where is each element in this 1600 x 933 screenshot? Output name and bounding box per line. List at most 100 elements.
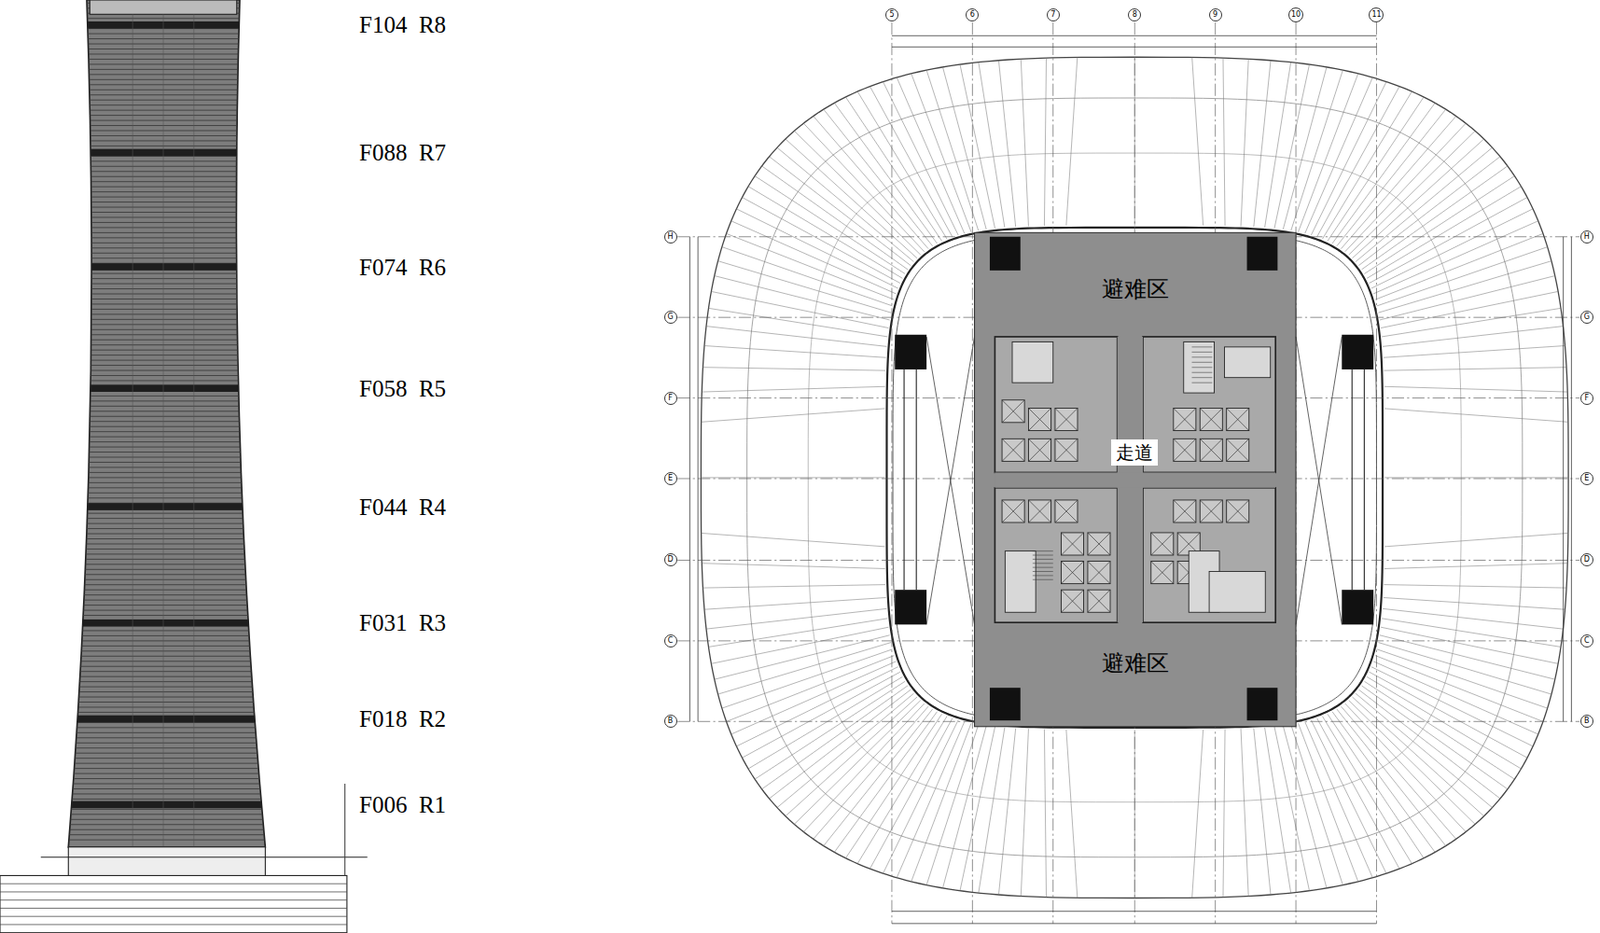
floor-line bbox=[88, 461, 241, 463]
rib bbox=[704, 346, 887, 359]
rib bbox=[1358, 156, 1501, 266]
rib bbox=[1381, 307, 1561, 337]
rib bbox=[1321, 91, 1412, 239]
floor-line bbox=[88, 472, 242, 474]
rib bbox=[1384, 408, 1569, 422]
floor-line bbox=[90, 166, 237, 167]
stair-tread bbox=[1032, 570, 1054, 572]
floor-line bbox=[88, 476, 242, 478]
rib bbox=[1358, 689, 1501, 799]
floor-line bbox=[83, 589, 247, 591]
rib bbox=[1265, 62, 1292, 228]
rib bbox=[1363, 681, 1515, 780]
rib bbox=[926, 724, 979, 886]
rib bbox=[1384, 563, 1568, 570]
grid-line bbox=[890, 22, 892, 924]
grid-bubble: 11 bbox=[1368, 7, 1384, 23]
rib bbox=[1375, 655, 1544, 723]
floor-line bbox=[85, 558, 246, 560]
floor-line bbox=[69, 829, 265, 831]
envelope-outer bbox=[700, 56, 1569, 898]
floor-line bbox=[89, 436, 240, 438]
floor-label-holder: F058 R5 bbox=[359, 375, 446, 404]
shaft bbox=[1199, 438, 1223, 461]
floor-line bbox=[83, 599, 248, 601]
shaft-cross bbox=[1061, 589, 1085, 613]
floor-line bbox=[90, 400, 239, 402]
floor-line bbox=[90, 139, 237, 141]
shaft-cross bbox=[1061, 561, 1085, 585]
floor-line bbox=[83, 594, 247, 596]
floor-line bbox=[91, 242, 237, 244]
rib bbox=[1380, 291, 1559, 328]
rib bbox=[1371, 208, 1533, 289]
floor-line bbox=[91, 303, 237, 305]
rib bbox=[769, 156, 912, 266]
grid-axis-label: 5 bbox=[889, 11, 894, 19]
floor-line bbox=[69, 823, 264, 825]
rib bbox=[754, 176, 905, 275]
floor-line bbox=[89, 426, 240, 428]
floor-line bbox=[83, 604, 249, 606]
rib bbox=[701, 532, 886, 546]
rib bbox=[1332, 102, 1435, 244]
rib bbox=[1377, 247, 1548, 307]
rib bbox=[704, 598, 887, 611]
floor-line bbox=[91, 323, 237, 325]
shaft bbox=[1001, 400, 1025, 423]
rib bbox=[1192, 56, 1204, 225]
stair-tread bbox=[1032, 562, 1054, 564]
room bbox=[1224, 347, 1271, 378]
rib bbox=[1382, 608, 1563, 629]
grid-axis-label: 6 bbox=[970, 11, 975, 19]
floor-line bbox=[91, 329, 238, 331]
floor-line bbox=[91, 349, 238, 351]
rib bbox=[1332, 711, 1435, 853]
rib bbox=[942, 725, 987, 889]
rib bbox=[998, 60, 1016, 227]
grid-axis-label: 10 bbox=[1291, 11, 1301, 19]
grid-axis-label: G bbox=[667, 313, 673, 321]
floor-line bbox=[90, 125, 237, 126]
floor-line bbox=[91, 216, 237, 218]
floor-line bbox=[91, 232, 237, 234]
floor-line bbox=[73, 773, 259, 775]
rib bbox=[793, 130, 920, 255]
rib bbox=[1383, 367, 1567, 371]
shaft-cross bbox=[1226, 438, 1250, 461]
floor-line bbox=[91, 344, 238, 346]
refuge-bands bbox=[71, 21, 263, 808]
core-quadrant bbox=[1142, 336, 1276, 473]
stair-tread bbox=[1032, 550, 1054, 552]
rib bbox=[710, 291, 889, 328]
rib bbox=[702, 584, 886, 588]
grid-bubble: F bbox=[1580, 391, 1594, 405]
column bbox=[989, 687, 1021, 721]
rib bbox=[1321, 716, 1412, 864]
area-label-holder: 避难区 bbox=[974, 276, 1297, 303]
floor-line bbox=[73, 778, 260, 780]
rib bbox=[834, 102, 937, 244]
floor-line bbox=[90, 160, 237, 162]
rib bbox=[722, 649, 893, 709]
rib bbox=[769, 689, 912, 799]
grid-axis-label: C bbox=[667, 637, 674, 645]
area-label: 避难区 bbox=[1101, 276, 1169, 303]
rib bbox=[736, 208, 898, 289]
floor-line bbox=[89, 441, 241, 443]
floor-line bbox=[91, 339, 238, 341]
floor-line bbox=[88, 457, 241, 459]
shaft bbox=[1055, 500, 1078, 523]
rib bbox=[1375, 233, 1544, 300]
podium-line bbox=[0, 883, 348, 885]
rib bbox=[1373, 661, 1539, 735]
floor-line bbox=[70, 808, 262, 810]
grid-bubble: H bbox=[664, 230, 678, 244]
rib bbox=[708, 618, 888, 648]
brace-line bbox=[926, 336, 974, 625]
rib bbox=[1305, 77, 1374, 234]
floor-line bbox=[81, 660, 251, 662]
rib bbox=[1274, 64, 1310, 229]
floor-label-holder: F088 R7 bbox=[359, 139, 446, 167]
